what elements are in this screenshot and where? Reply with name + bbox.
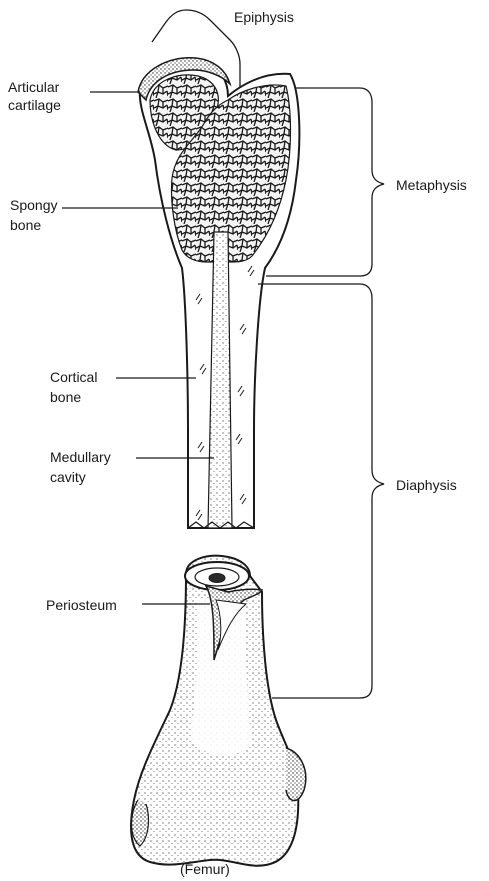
- label-cortical-bone-2: bone: [50, 389, 81, 405]
- caption-femur: (Femur): [180, 861, 230, 877]
- label-cortical-bone-1: Cortical: [50, 369, 97, 385]
- label-metaphysis: Metaphysis: [396, 177, 467, 193]
- label-medullary-cavity-1: Medullary: [50, 449, 111, 465]
- diaphysis-bracket: [258, 284, 384, 698]
- label-spongy-bone-1: Spongy: [10, 197, 57, 213]
- label-periosteum: Periosteum: [46, 597, 117, 613]
- cross-section-marrow: [209, 574, 225, 583]
- label-diaphysis: Diaphysis: [396, 477, 457, 493]
- label-epiphysis: Epiphysis: [234, 9, 294, 25]
- label-articular-cartilage-1: Articular: [8, 79, 60, 95]
- condyle-right: [286, 748, 306, 801]
- lower-femur-external: [131, 556, 306, 866]
- label-medullary-cavity-2: cavity: [50, 469, 86, 485]
- label-spongy-bone-2: bone: [10, 217, 41, 233]
- label-articular-cartilage-2: cartilage: [8, 97, 61, 113]
